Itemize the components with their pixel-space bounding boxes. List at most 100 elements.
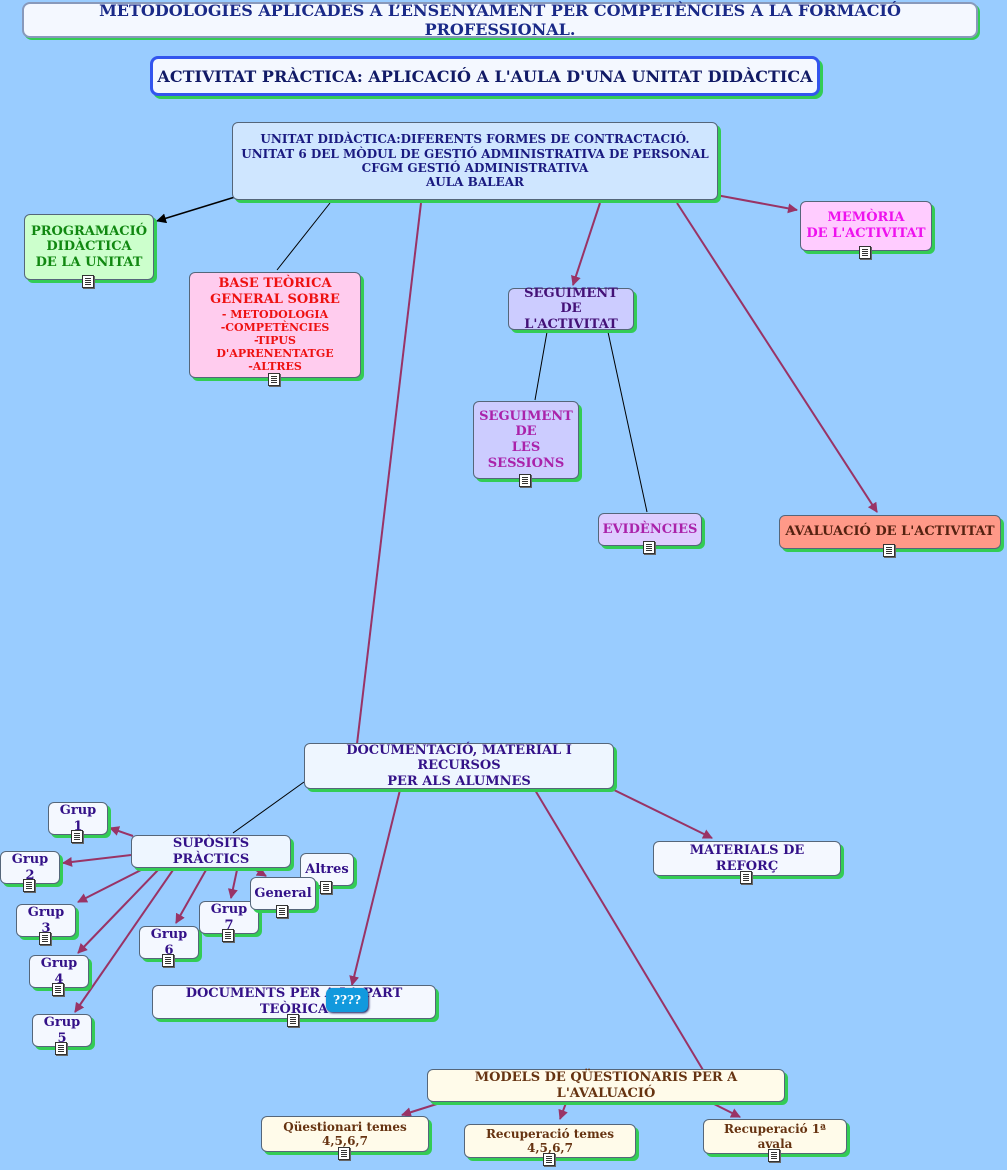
link-suposits-grup2 [62, 854, 132, 867]
node-grup-1[interactable]: Grup 1 [48, 802, 108, 843]
main-title: METODOLOGIES APLICADES A L’ENSENYAMENT P… [22, 1, 978, 39]
document-icon[interactable] [740, 871, 752, 884]
document-icon[interactable] [39, 932, 51, 945]
document-icon[interactable] [162, 954, 174, 967]
link-documentacio-documents [349, 789, 401, 986]
node-questionari-temes[interactable]: Qüestionari temes 4,5,6,7 [261, 1116, 429, 1160]
node-grup-3[interactable]: Grup 3 [16, 904, 76, 945]
node-grup-3-label: Grup 3 [27, 904, 65, 936]
link-suposits-grup1 [109, 826, 134, 837]
node-grup-7[interactable]: Grup 7 [199, 901, 259, 942]
node-seguiment-activitat-label: SEGUIMENT DE L'ACTIVITAT [524, 285, 618, 332]
document-icon[interactable] [276, 905, 288, 918]
node-documents-teorica[interactable]: DOCUMENTS PER A LA PART TEÒRICA [152, 985, 436, 1027]
node-materials-reforc-label: MATERIALS DE REFORÇ [689, 842, 805, 874]
document-icon[interactable] [222, 929, 234, 942]
node-grup-6[interactable]: Grup 6 [139, 926, 199, 967]
document-icon[interactable] [52, 983, 64, 996]
link-seguiment-sessions [534, 331, 548, 401]
node-documentacio[interactable]: DOCUMENTACIÓ, MATERIAL I RECURSOS PER AL… [304, 743, 614, 789]
node-grup-5[interactable]: Grup 5 [32, 1014, 92, 1055]
document-icon[interactable] [82, 275, 94, 288]
node-programacio-label: PROGRAMACIÓ DIDÀCTICA DE LA UNITAT [30, 223, 148, 270]
node-recuperacio-1a-label: Recuperació 1ª avala [724, 1122, 826, 1151]
document-icon[interactable] [23, 879, 35, 892]
link-documentacio-materials [611, 788, 713, 839]
node-grup-6-label: Grup 6 [150, 926, 188, 958]
link-seguiment-evidencies [607, 331, 648, 513]
hover-tooltip-text: ???? [332, 993, 362, 1007]
link-unitat-programacio [156, 196, 236, 224]
node-avaluacio[interactable]: AVALUACIÓ DE L'ACTIVITAT [779, 515, 1001, 557]
link-unitat-seguiment [571, 202, 601, 286]
document-icon[interactable] [287, 1014, 299, 1027]
node-memoria[interactable]: MEMÒRIA DE L'ACTIVITAT [800, 201, 932, 259]
link-suposits-grup3 [77, 868, 144, 903]
node-grup-7-label: Grup 7 [210, 901, 248, 933]
node-seguiment-sessions-label: SEGUIMENT DE LES SESSIONS [479, 408, 573, 471]
node-programacio[interactable]: PROGRAMACIÓ DIDÀCTICA DE LA UNITAT [24, 214, 154, 288]
link-suposits-grup7 [227, 869, 238, 899]
node-questionari-temes-label: Qüestionari temes 4,5,6,7 [283, 1119, 407, 1148]
node-grup-1-label: Grup 1 [59, 802, 97, 834]
node-grup-5-label: Grup 5 [43, 1014, 81, 1046]
link-unitat-documentacio [356, 202, 422, 745]
subtitle-text: ACTIVITAT PRÀCTICA: APLICACIÓ A L'AULA D… [157, 66, 813, 86]
node-suposits-practics[interactable]: SUPÒSITS PRÀCTICS [131, 835, 291, 868]
node-unitat-didactica[interactable]: UNITAT DIDÀCTICA:DIFERENTS FORMES DE CON… [232, 122, 718, 200]
link-unitat-avaluacio [676, 202, 878, 513]
link-models-recuperacio-temes [558, 1102, 568, 1120]
document-icon[interactable] [883, 544, 895, 557]
link-unitat-base [276, 202, 331, 271]
node-seguiment-sessions[interactable]: SEGUIMENT DE LES SESSIONS [473, 401, 579, 487]
node-memoria-label: MEMÒRIA DE L'ACTIVITAT [806, 210, 926, 241]
node-unitat-didactica-label: UNITAT DIDÀCTICA:DIFERENTS FORMES DE CON… [241, 132, 709, 190]
document-icon[interactable] [643, 541, 655, 554]
subtitle: ACTIVITAT PRÀCTICA: APLICACIÓ A L'AULA D… [150, 56, 820, 96]
node-grup-2-label: Grup 2 [11, 851, 49, 883]
document-icon[interactable] [268, 373, 280, 386]
document-icon[interactable] [519, 474, 531, 487]
document-icon[interactable] [320, 881, 332, 894]
document-icon[interactable] [768, 1149, 780, 1162]
node-base-teorica-items: - METODOLOGIA -COMPETÈNCIES -TIPUS D'APR… [216, 307, 334, 374]
node-general-label: General [254, 885, 312, 901]
link-models-recuperacio-1a [711, 1102, 741, 1118]
node-avaluacio-label: AVALUACIÓ DE L'ACTIVITAT [785, 524, 995, 540]
document-icon[interactable] [71, 830, 83, 843]
node-evidencies[interactable]: EVIDÈNCIES [598, 513, 702, 554]
node-general[interactable]: General [250, 877, 316, 918]
node-altres-label: Altres [305, 861, 349, 877]
link-suposits-general [255, 867, 267, 877]
node-base-teorica-title: BASE TEÒRICA GENERAL SOBRE [210, 276, 340, 308]
node-models-questionaris-label: MODELS DE QÜESTIONARIS PER A L'AVALUACIÓ [474, 1069, 738, 1101]
node-grup-2[interactable]: Grup 2 [0, 851, 60, 892]
node-base-teorica[interactable]: BASE TEÒRICA GENERAL SOBRE - METODOLOGIA… [189, 272, 361, 386]
hover-tooltip: ???? [326, 988, 368, 1012]
link-suposits-grup5 [74, 869, 174, 1013]
node-recuperacio-1a[interactable]: Recuperació 1ª avala [703, 1119, 847, 1162]
node-recuperacio-temes[interactable]: Recuperació temes 4,5,6,7 [464, 1124, 636, 1166]
link-documentacio-models [534, 789, 704, 1071]
node-materials-reforc[interactable]: MATERIALS DE REFORÇ [653, 841, 841, 884]
link-unitat-memoria [715, 194, 798, 214]
node-documentacio-label: DOCUMENTACIÓ, MATERIAL I RECURSOS PER AL… [346, 742, 572, 789]
link-models-questionari [401, 1102, 441, 1118]
node-recuperacio-temes-label: Recuperació temes 4,5,6,7 [485, 1126, 615, 1155]
main-title-text: METODOLOGIES APLICADES A L’ENSENYAMENT P… [99, 1, 901, 39]
node-evidencies-label: EVIDÈNCIES [602, 521, 698, 537]
document-icon[interactable] [338, 1147, 350, 1160]
document-icon[interactable] [55, 1042, 67, 1055]
node-documents-teorica-label: DOCUMENTS PER A LA PART TEÒRICA [185, 986, 403, 1017]
node-grup-4[interactable]: Grup 4 [29, 955, 89, 996]
link-suposits-grup4 [77, 869, 159, 954]
link-suposits-grup6 [175, 869, 207, 924]
node-seguiment-activitat[interactable]: SEGUIMENT DE L'ACTIVITAT [508, 285, 634, 332]
document-icon[interactable] [543, 1153, 555, 1166]
document-icon[interactable] [859, 246, 871, 259]
node-grup-4-label: Grup 4 [40, 955, 78, 987]
node-suposits-practics-label: SUPÒSITS PRÀCTICS [172, 835, 250, 867]
node-models-questionaris[interactable]: MODELS DE QÜESTIONARIS PER A L'AVALUACIÓ [427, 1069, 785, 1102]
link-documentacio-suposits [232, 781, 305, 834]
